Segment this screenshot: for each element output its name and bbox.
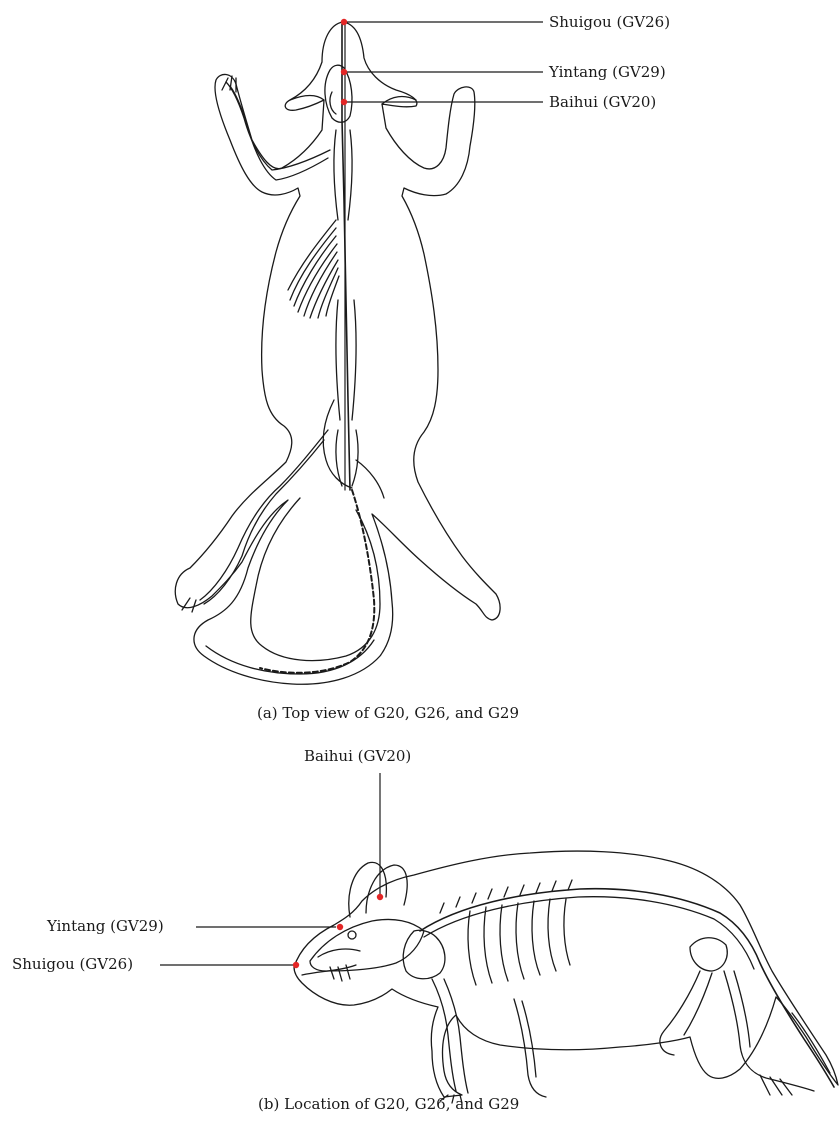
label-shuigou-top: Shuigou (GV26) bbox=[549, 13, 670, 31]
acupoint-shuigou-marker bbox=[341, 19, 347, 25]
acupoint-yintang-side-marker bbox=[337, 924, 343, 930]
label-yintang-top: Yintang (GV29) bbox=[549, 63, 666, 81]
caption-panel-a: (a) Top view of G20, G26, and G29 bbox=[257, 704, 519, 722]
figure-panel-a: Shuigou (GV26) Yintang (GV29) Baihui (GV… bbox=[0, 0, 840, 735]
acupoint-shuigou-side-marker bbox=[293, 962, 299, 968]
rat-side-body-outline bbox=[294, 851, 838, 1097]
acupoint-baihui-marker bbox=[341, 99, 347, 105]
figure-panel-b: Baihui (GV20) Yintang (GV29) Shuigou (GV… bbox=[0, 735, 840, 1127]
rat-side-view-illustration bbox=[0, 735, 840, 1127]
label-baihui-top: Baihui (GV20) bbox=[549, 93, 656, 111]
caption-panel-b: (b) Location of G20, G26, and G29 bbox=[258, 1095, 519, 1113]
acupoint-yintang-marker bbox=[341, 69, 347, 75]
rat-top-view-illustration bbox=[0, 0, 840, 735]
acupoint-baihui-side-marker bbox=[377, 894, 383, 900]
